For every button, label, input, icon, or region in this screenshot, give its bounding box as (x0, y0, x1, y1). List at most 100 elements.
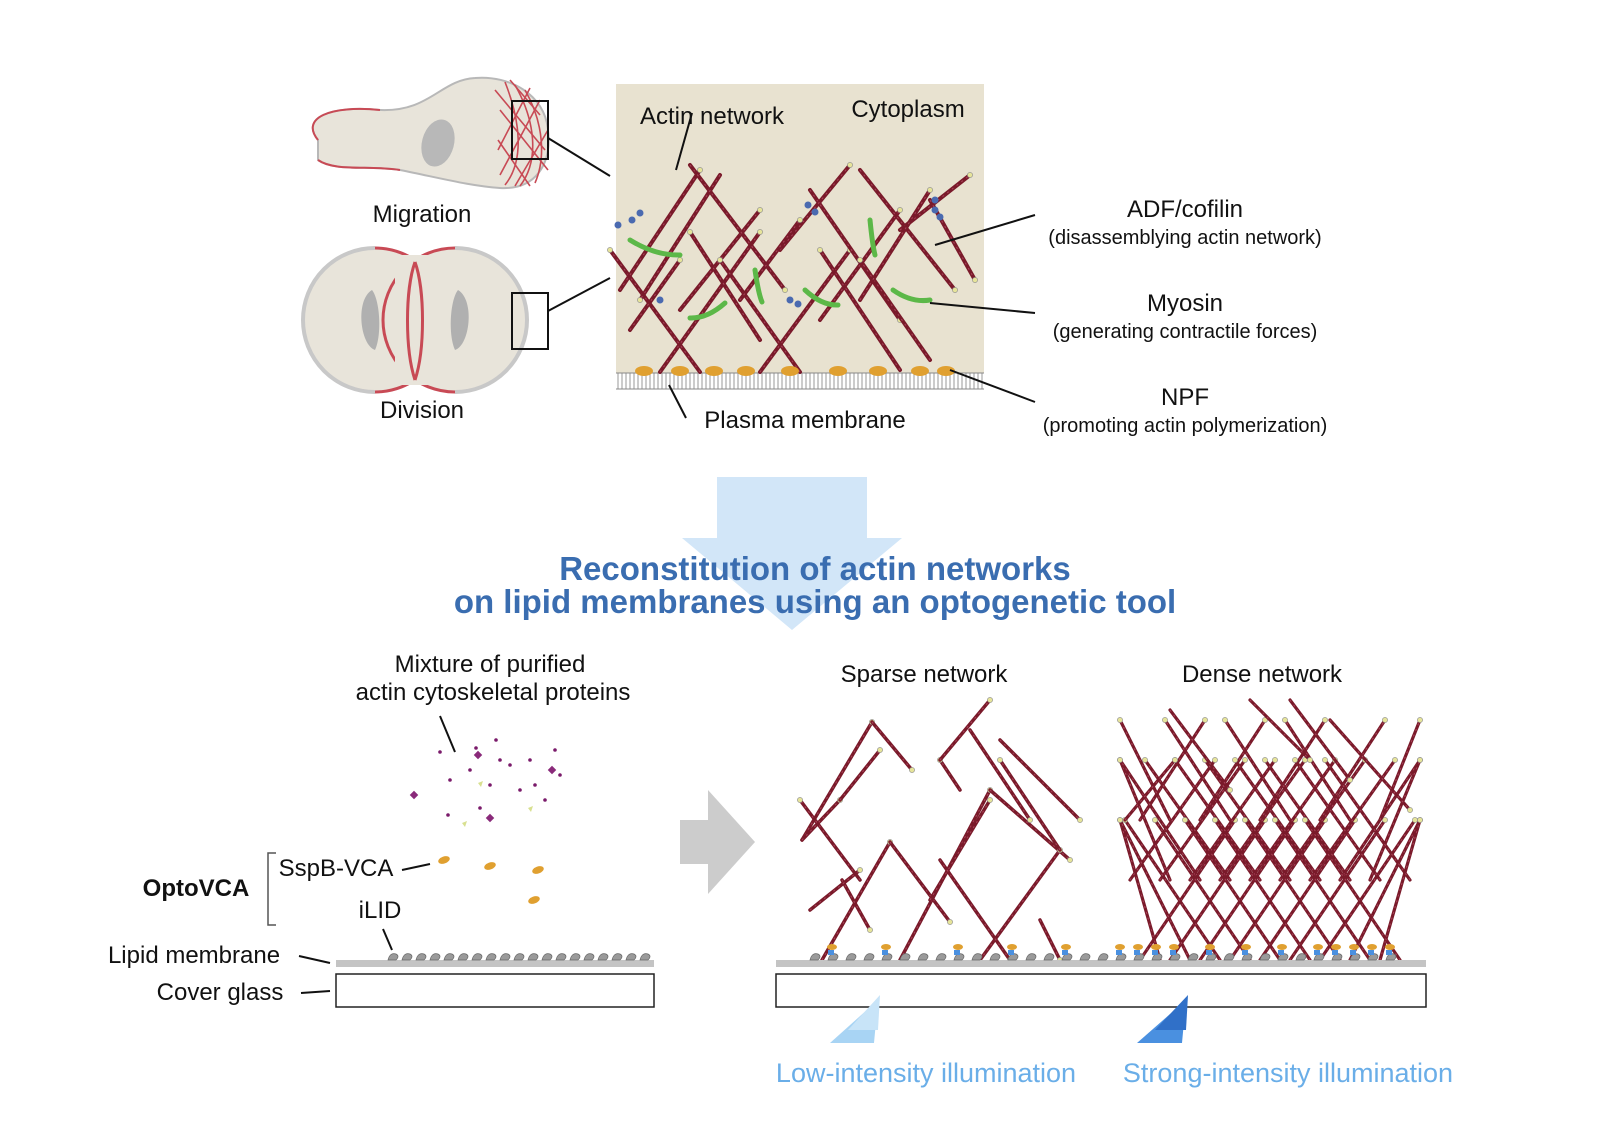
ilid-protein (485, 953, 497, 961)
cofilin-dot (656, 296, 664, 304)
actin-filament-end (1067, 857, 1073, 863)
actin-filament-texture (1119, 719, 1171, 821)
actin-filament-texture (739, 219, 801, 301)
sparse-network-label: Sparse network (841, 661, 1009, 688)
actin-filament (840, 878, 872, 932)
cofilin-dot (636, 209, 644, 217)
ilid-protein (401, 953, 413, 961)
actin-filament-texture (799, 799, 861, 881)
actin-filament-end (1292, 757, 1298, 763)
bound-npf (1151, 944, 1161, 950)
sspb-vca-particle (484, 862, 496, 870)
actin-filament-texture (779, 164, 851, 251)
actin-filament-end (1262, 757, 1268, 763)
ilid-protein (1349, 953, 1361, 961)
ilid-protein (569, 953, 581, 961)
actin-filament (978, 848, 1062, 962)
ilid-protein (1277, 953, 1289, 961)
protein-particle (473, 750, 483, 760)
sspb-vca-particles (438, 856, 544, 904)
actin-filament-texture (1249, 699, 1311, 761)
actin-filament-end (867, 927, 873, 933)
actin-filament-end (697, 167, 703, 173)
ilid-protein (1367, 953, 1379, 961)
cover-glass-right (775, 973, 1427, 1008)
actin-filament-texture (619, 169, 701, 291)
ilid-protein (611, 953, 623, 961)
cofilin-dot (614, 221, 622, 229)
actin-filament-texture (1159, 759, 1246, 881)
actin-network-label: Actin network (640, 103, 785, 130)
actin-filament-texture (629, 259, 681, 331)
cofilin-dot (794, 300, 802, 308)
actin-filament-end (857, 867, 863, 873)
actin-filament-end (1117, 757, 1123, 763)
ilid-protein (935, 953, 947, 961)
myosin-motor (627, 237, 683, 258)
low-illumination-label: Low-intensity illumination (776, 1058, 1076, 1088)
actin-filament-texture (1279, 759, 1366, 881)
actin-filament-end (857, 257, 863, 263)
actin-filament-end (1302, 817, 1308, 823)
bound-npf (1277, 944, 1287, 950)
actin-filament-end (1407, 807, 1413, 813)
ilid-protein (583, 953, 595, 961)
actin-filament-end (1212, 757, 1218, 763)
actin-filament-texture (1224, 719, 1291, 821)
ilid-protein (1187, 953, 1199, 961)
dense-network-label: Dense network (1182, 661, 1343, 688)
actin-filament-texture (809, 189, 901, 321)
bound-npf (1331, 944, 1341, 950)
ilid-protein (1115, 953, 1127, 961)
division-zoom-box (511, 292, 549, 350)
actin-filament-texture (859, 169, 956, 291)
actin-filament-end (1162, 717, 1168, 723)
legend-cofilin-desc: (disassemblying actin network) (1048, 227, 1321, 249)
cofilin-dot (931, 206, 939, 214)
legend-cofilin-name: ADF/cofilin (1127, 196, 1243, 223)
optovca-bracket (267, 852, 276, 926)
actin-filament-end (967, 172, 973, 178)
cofilin-dot (931, 196, 939, 204)
bound-npf (1205, 944, 1215, 950)
actin-filament-end (1307, 757, 1313, 763)
ilid-protein (989, 953, 1001, 961)
actin-filament (658, 230, 762, 374)
ilid-protein (845, 953, 857, 961)
actin-filament-end (1242, 757, 1248, 763)
protein-particle (438, 750, 442, 754)
actin-filament-end (897, 207, 903, 213)
ilid-protein (1241, 953, 1253, 961)
bound-npf (1115, 944, 1125, 950)
actin-filament (820, 840, 892, 962)
npf-oval (705, 366, 723, 376)
actin-filament-texture (1119, 759, 1171, 881)
actin-filament-texture (1164, 719, 1231, 821)
ilid-protein (513, 953, 525, 961)
actin-filament-end (607, 247, 613, 253)
protein-particle (518, 788, 522, 792)
actin-filament-texture (1129, 759, 1216, 881)
ilid-protein (429, 953, 441, 961)
actin-filament (838, 748, 882, 802)
ilid-protein (1133, 953, 1145, 961)
cytoplasm-label: Cytoplasm (851, 96, 964, 123)
actin-filament-texture (1199, 819, 1296, 961)
cytoplasm-region (616, 84, 984, 384)
npf-oval (635, 366, 653, 376)
actin-filament-end (877, 747, 883, 753)
protein-particle (494, 738, 498, 742)
ilid-active (1278, 950, 1284, 955)
ilid-protein (1313, 953, 1325, 961)
ilid-protein (1097, 953, 1109, 961)
ilid-active (1242, 950, 1248, 955)
actin-filament-texture (1189, 759, 1276, 881)
actin-filament-texture (999, 759, 1061, 851)
legend-myosin-desc: (generating contractile forces) (1053, 321, 1318, 343)
legend-npf-desc: (promoting actin polymerization) (1043, 415, 1328, 437)
ilid-protein (387, 953, 399, 961)
actin-filament-end (1027, 817, 1033, 823)
ilid-protein (1331, 953, 1343, 961)
actin-filament (928, 798, 992, 902)
